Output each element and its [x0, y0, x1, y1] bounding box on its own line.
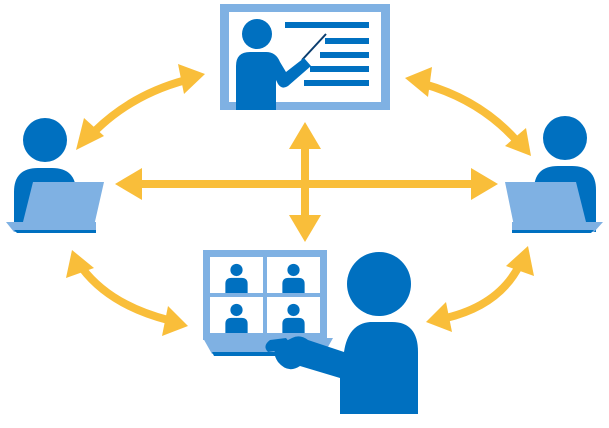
right-participant — [505, 116, 603, 233]
host-person — [265, 252, 418, 414]
video-tile — [267, 257, 320, 293]
presenter-at-whiteboard-icon — [220, 4, 390, 110]
whiteboard-text-lines — [285, 22, 369, 86]
arrow-vertical-center — [289, 122, 321, 242]
video-tile — [210, 257, 263, 293]
arrow-bottom-left — [66, 250, 188, 336]
person-avatar-icon — [225, 303, 248, 333]
left-participant — [6, 118, 104, 233]
arrow-top-right — [405, 67, 531, 156]
video-call-laptop-icon — [203, 250, 333, 356]
person-avatar-icon — [282, 263, 305, 293]
left-laptop-icon — [6, 182, 104, 233]
video-tile — [267, 297, 320, 333]
arrow-bottom-right — [426, 246, 534, 332]
video-tile — [210, 297, 263, 333]
arrow-top-left — [76, 64, 205, 150]
person-avatar-icon — [282, 303, 305, 333]
video-grid — [210, 257, 320, 333]
right-laptop-icon — [505, 182, 603, 233]
host-video-call — [203, 250, 418, 414]
pointer-stick — [301, 33, 327, 61]
presenter-person — [236, 19, 311, 110]
connection-arrows — [66, 64, 534, 336]
person-avatar-icon — [225, 263, 248, 293]
